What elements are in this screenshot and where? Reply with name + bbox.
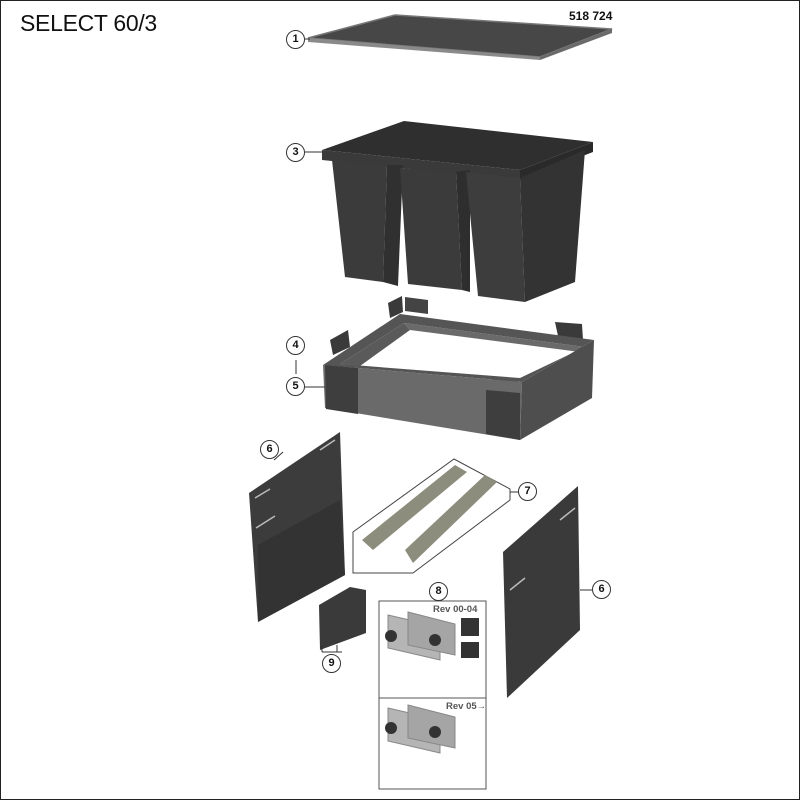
callout-6-left: 6 (260, 440, 279, 459)
runners-kit-part (352, 458, 520, 574)
side-panel-left (249, 432, 345, 622)
callout-9: 9 (322, 654, 341, 673)
callout-3: 3 (286, 143, 305, 162)
clip-set-part (319, 587, 366, 653)
rev-label-b: Rev 05→ (446, 701, 487, 712)
product-title: SELECT 60/3 (20, 10, 157, 36)
bin-insert-part (305, 121, 593, 302)
frame-part (295, 314, 594, 440)
callout-8: 8 (429, 582, 448, 601)
bracket-kit-part (378, 600, 487, 790)
part-number: 518 724 (569, 9, 613, 23)
lid-part (305, 14, 613, 60)
callout-5: 5 (286, 377, 305, 396)
side-panel-right (503, 486, 592, 698)
callout-7: 7 (518, 482, 537, 501)
callout-6-right: 6 (592, 580, 611, 599)
callout-1: 1 (286, 30, 305, 49)
rev-label-a: Rev 00-04 (433, 604, 478, 615)
callout-4: 4 (286, 336, 305, 355)
